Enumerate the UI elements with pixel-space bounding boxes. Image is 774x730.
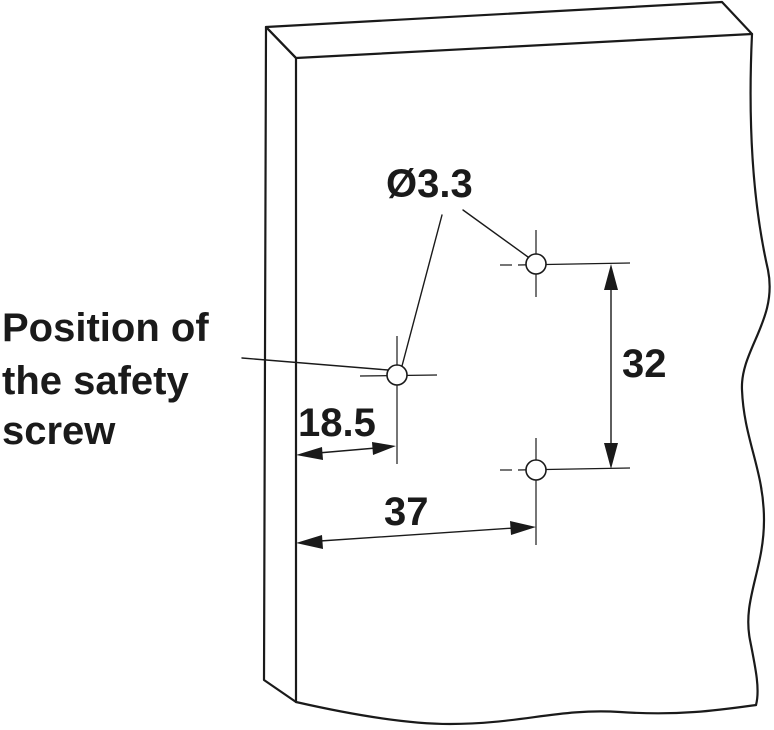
hole-top — [500, 230, 631, 297]
dimension-32 — [604, 264, 618, 469]
diameter-leader-safety — [401, 214, 443, 367]
panel-break-edge — [740, 32, 771, 707]
dimension-32-label: 32 — [622, 342, 667, 386]
dimension-37 — [296, 521, 536, 549]
panel — [262, 0, 771, 726]
panel-side-face — [262, 25, 298, 704]
dimension-18-5-label: 18.5 — [298, 401, 376, 445]
safety-screw-leader — [241, 357, 389, 371]
dimension-37-label: 37 — [384, 490, 429, 534]
diameter-label: Ø3.3 — [386, 162, 473, 206]
safety-screw-label-line2: the safety — [2, 359, 189, 403]
diameter-leader-top — [462, 209, 529, 258]
safety-screw-label-line1: Position of — [2, 306, 209, 350]
safety-screw-label-line3: screw — [2, 409, 116, 453]
panel-top-face — [264, 0, 754, 60]
hole-bottom — [500, 438, 631, 545]
panel-bottom-edge — [294, 700, 758, 726]
hole-safety-screw — [359, 336, 438, 464]
dimension-18-5 — [296, 442, 396, 460]
